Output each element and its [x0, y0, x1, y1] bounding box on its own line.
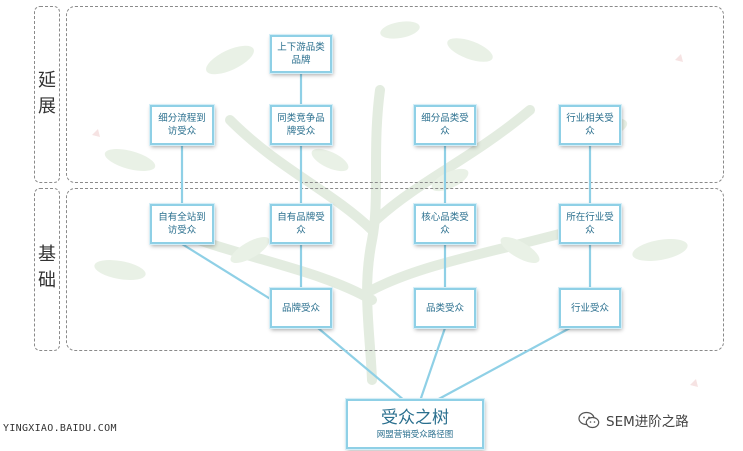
- connector-industry-to-root: [434, 327, 571, 402]
- root-node-audience-tree: 受众之树 网盟营销受众路径图: [346, 399, 484, 449]
- extension-label-frame: [34, 6, 60, 183]
- node-own-industry-audience: 所在行业受众: [559, 204, 621, 244]
- connector-category-to-root: [418, 327, 447, 402]
- node-subdivided-category-audience: 细分品类受众: [414, 105, 476, 145]
- foundation-label: 基础: [38, 244, 56, 291]
- node-subdivided-category-audience-text: 细分品类受众: [421, 113, 469, 137]
- node-own-site-visitors-text: 自有全站到访受众: [158, 212, 206, 236]
- watermark-domain: YINGXIAO.BAIDU.COM: [3, 423, 117, 434]
- extension-region-frame: [66, 6, 724, 183]
- node-core-category-audience-text: 核心品类受众: [421, 212, 469, 236]
- node-category-audience-text: 品类受众: [425, 302, 464, 314]
- connector-ownsite-to-brand: [181, 243, 273, 301]
- node-upstream-downstream-brand-text: 上下游品类品牌: [277, 42, 325, 66]
- wechat-icon: [578, 411, 600, 429]
- node-own-site-visitors: 自有全站到访受众: [150, 204, 214, 244]
- foundation-label-frame: [34, 188, 60, 351]
- node-own-brand-audience: 自有品牌受众: [270, 204, 332, 244]
- node-competing-brand-audience-text: 同类竞争品牌受众: [277, 113, 325, 137]
- node-own-industry-audience-text: 所在行业受众: [566, 212, 614, 236]
- node-core-category-audience: 核心品类受众: [414, 204, 476, 244]
- node-brand-audience-text: 品牌受众: [281, 302, 320, 314]
- node-upstream-downstream-brand: 上下游品类品牌: [270, 35, 332, 73]
- node-own-brand-audience-text: 自有品牌受众: [277, 212, 325, 236]
- extension-label: 延展: [38, 70, 56, 117]
- node-industry-related-audience: 行业相关受众: [559, 105, 621, 145]
- node-industry-related-audience-text: 行业相关受众: [566, 113, 614, 137]
- foundation-region-frame: [66, 188, 724, 351]
- node-industry-audience: 行业受众: [559, 288, 621, 328]
- watermark-account: SEM进阶之路: [578, 410, 689, 430]
- connector-brand-to-root: [317, 327, 406, 402]
- node-subdivided-flow-visitors: 细分流程到访受众: [150, 105, 214, 145]
- node-industry-audience-text: 行业受众: [570, 302, 609, 314]
- watermark-account-text: SEM进阶之路: [606, 414, 689, 430]
- node-competing-brand-audience: 同类竞争品牌受众: [270, 105, 332, 145]
- node-subdivided-flow-visitors-text: 细分流程到访受众: [158, 113, 206, 137]
- root-subtitle: 网盟营销受众路径图: [376, 430, 454, 440]
- node-category-audience: 品类受众: [414, 288, 476, 328]
- root-title: 受众之树: [381, 408, 449, 428]
- node-brand-audience: 品牌受众: [270, 288, 332, 328]
